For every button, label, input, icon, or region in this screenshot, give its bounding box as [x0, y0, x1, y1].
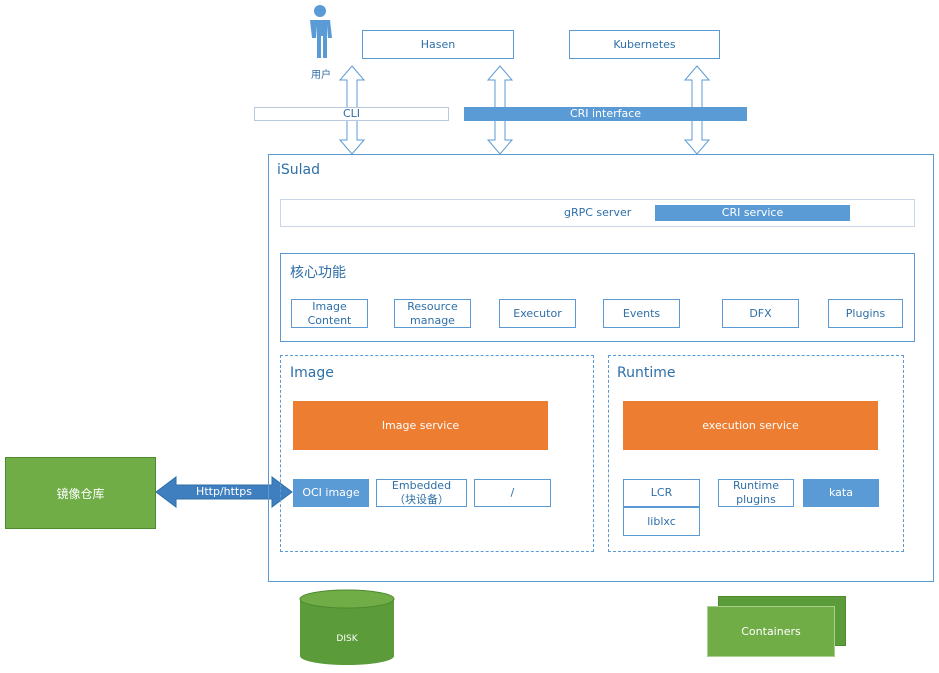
core-item-dfx[interactable]: DFX [722, 299, 799, 328]
isulad-title: iSulad [277, 162, 321, 178]
grpc-server-label: gRPC server [564, 206, 632, 219]
liblxc-box[interactable]: liblxc [623, 507, 700, 536]
grpc-server-bar[interactable] [280, 199, 915, 227]
image-panel-title: Image [290, 365, 334, 381]
core-item-events[interactable]: Events [603, 299, 680, 328]
image-registry-box[interactable]: 镜像仓库 [5, 457, 156, 529]
embedded-box[interactable]: Embedded （块设备） [376, 479, 467, 507]
core-functions-panel [280, 253, 915, 342]
disk-label: DISK [336, 634, 358, 644]
runtime-plugins-box[interactable]: Runtime plugins [718, 479, 794, 507]
core-item-image-content[interactable]: Image Content [291, 299, 368, 328]
cli-bar[interactable]: CLI [254, 107, 449, 121]
cri-interface-bar[interactable]: CRI interface [464, 107, 747, 121]
disk-icon [299, 589, 395, 665]
http-double-arrow [155, 476, 293, 508]
core-item-resource-manage[interactable]: Resource manage [394, 299, 471, 328]
image-slash-box[interactable]: / [474, 479, 551, 507]
cri-service-box[interactable]: CRI service [655, 205, 850, 221]
kubernetes-box[interactable]: Kubernetes [569, 30, 720, 59]
image-panel [280, 355, 594, 552]
user-icon [310, 5, 332, 58]
execution-service-box[interactable]: execution service [623, 401, 878, 450]
containers-box[interactable]: Containers [707, 606, 835, 657]
runtime-panel [608, 355, 904, 552]
isulad-container [268, 154, 934, 582]
hasen-box[interactable]: Hasen [362, 30, 514, 59]
core-functions-title: 核心功能 [290, 265, 346, 281]
kata-box[interactable]: kata [803, 479, 879, 507]
oci-image-box[interactable]: OCI image [293, 479, 369, 507]
user-label: 用户 [311, 70, 331, 81]
http-link-label: Http/https [196, 485, 252, 498]
runtime-panel-title: Runtime [617, 365, 676, 381]
image-service-box[interactable]: Image service [293, 401, 548, 450]
core-item-executor[interactable]: Executor [499, 299, 576, 328]
lcr-box[interactable]: LCR [623, 479, 700, 507]
core-item-plugins[interactable]: Plugins [828, 299, 903, 328]
